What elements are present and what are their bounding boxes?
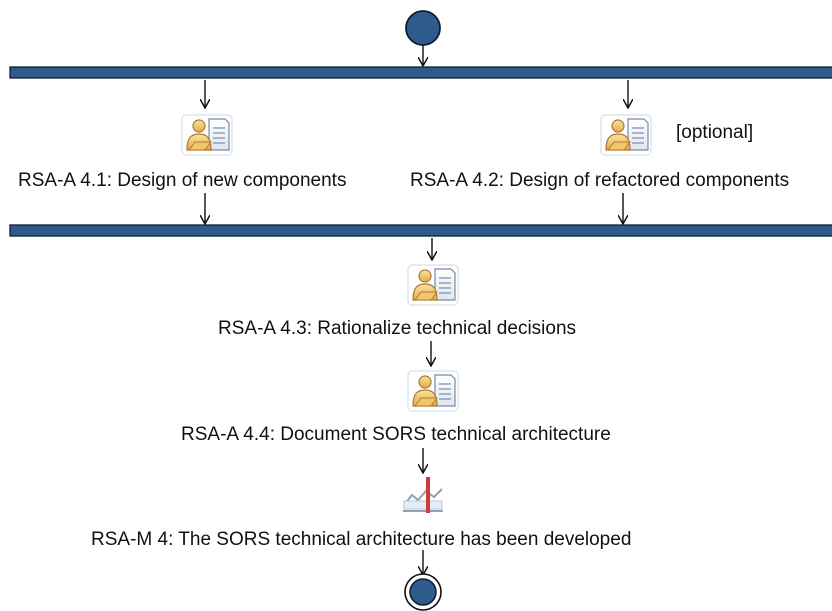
milestone-icon[interactable] — [400, 475, 446, 515]
activity-label-4-1[interactable]: RSA-A 4.1: Design of new components — [18, 170, 347, 191]
guard-label: [optional] — [676, 122, 754, 143]
final-node-inner — [409, 578, 437, 606]
activity-role-document-icon[interactable] — [600, 114, 652, 156]
initial-node[interactable] — [405, 10, 441, 46]
activity-role-document-icon[interactable] — [407, 370, 459, 412]
activity-role-document-icon[interactable] — [407, 264, 459, 306]
join-bar[interactable] — [9, 224, 832, 237]
activity-label-4-3[interactable]: RSA-A 4.3: Rationalize technical decisio… — [218, 318, 577, 339]
milestone-label[interactable]: RSA-M 4: The SORS technical architecture… — [91, 529, 632, 550]
activity-label-4-2[interactable]: RSA-A 4.2: Design of refactored componen… — [410, 170, 790, 191]
activity-label-4-4[interactable]: RSA-A 4.4: Document SORS technical archi… — [181, 424, 611, 445]
fork-bar[interactable] — [9, 66, 832, 79]
activity-role-document-icon[interactable] — [181, 114, 233, 156]
